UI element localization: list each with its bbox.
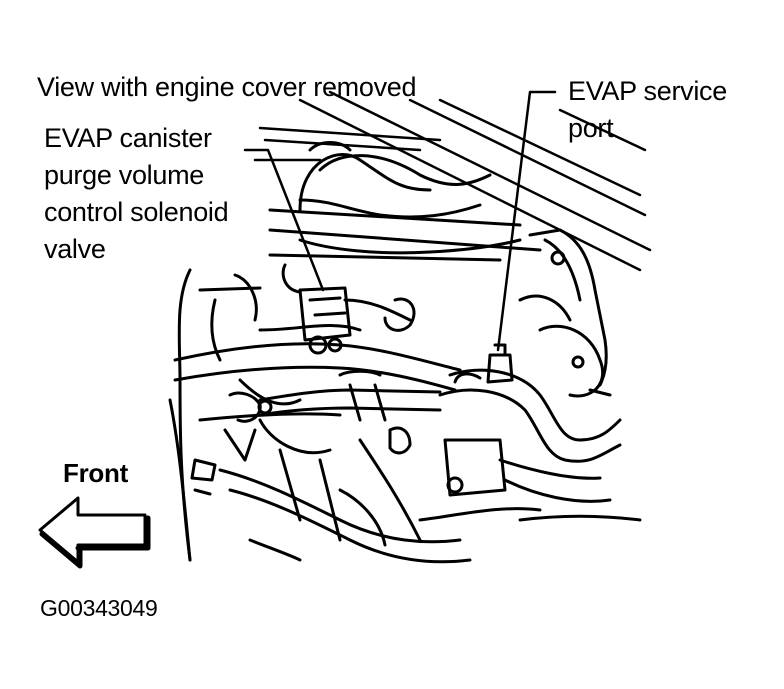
solenoid-callout-line-4: valve bbox=[44, 234, 106, 264]
engine-block bbox=[168, 268, 422, 562]
lower-hoses bbox=[190, 458, 642, 564]
service-port-callout-line-1: EVAP service bbox=[568, 76, 727, 106]
background-lines bbox=[253, 90, 652, 272]
right-hose bbox=[438, 368, 622, 503]
callout-leader-lines bbox=[243, 90, 557, 352]
figure-id-text: G00343049 bbox=[40, 595, 158, 621]
view-note-text: View with engine cover removed bbox=[37, 72, 417, 102]
fuel-pipe bbox=[223, 369, 442, 462]
view-note: View with engine cover removed bbox=[37, 69, 417, 106]
right-bracket bbox=[518, 228, 608, 398]
solenoid-valve-drawing bbox=[281, 263, 416, 355]
service-port-drawing bbox=[453, 343, 514, 384]
service-port-callout-line-2: port bbox=[568, 113, 614, 143]
solenoid-callout-line-1: EVAP canister bbox=[44, 123, 212, 153]
front-label-text: Front bbox=[63, 458, 128, 488]
service-port-callout: EVAP service port bbox=[568, 73, 727, 147]
solenoid-callout: EVAP canister purge volume control solen… bbox=[44, 120, 229, 268]
front-label: Front bbox=[63, 455, 128, 492]
front-arrow-icon bbox=[38, 496, 151, 569]
figure-id: G00343049 bbox=[40, 590, 158, 627]
solenoid-callout-line-3: control solenoid bbox=[44, 197, 229, 227]
solenoid-callout-line-2: purge volume bbox=[44, 160, 204, 190]
intake-manifold bbox=[268, 141, 542, 262]
